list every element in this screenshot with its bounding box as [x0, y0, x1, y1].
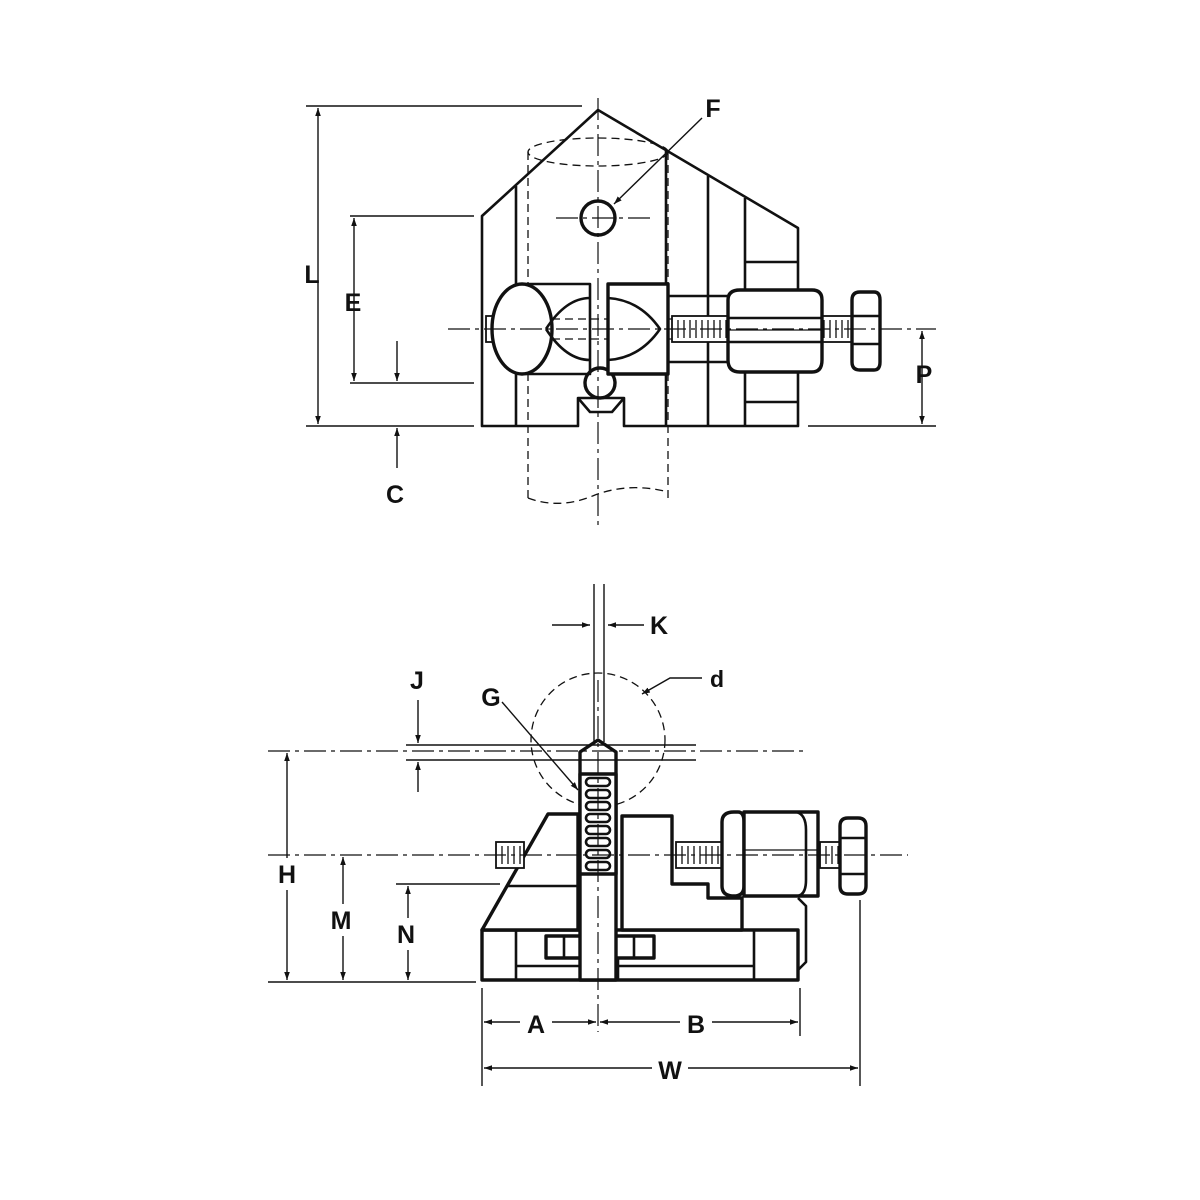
label-bg [520, 1006, 552, 1038]
top-bolt-head [850, 290, 882, 372]
label-m: M [331, 907, 352, 935]
top-view: L E F P C [304, 95, 936, 530]
front-left-block [480, 812, 580, 932]
leader-g [501, 701, 579, 791]
leader-f [613, 117, 703, 205]
label-f: F [705, 95, 720, 123]
label-e: E [345, 289, 362, 317]
top-body-outline [480, 108, 800, 428]
top-right-block [745, 260, 798, 404]
label-b: B [687, 1011, 705, 1039]
top-jam-nuts [726, 288, 824, 374]
label-bg [394, 918, 422, 950]
front-jam-nuts [720, 810, 820, 898]
label-j: J [410, 667, 424, 695]
label-g: G [481, 684, 500, 712]
label-d: d [710, 666, 724, 692]
label-bg [680, 1006, 712, 1038]
front-view: K J G d H M N A B W [268, 584, 908, 1086]
label-bg [326, 904, 360, 936]
label-a: A [527, 1011, 545, 1039]
top-notch [577, 397, 625, 414]
label-h: H [278, 861, 296, 889]
front-bolt-head [838, 816, 868, 896]
label-w: W [658, 1057, 682, 1085]
label-c: C [386, 481, 404, 509]
label-n: N [397, 921, 415, 949]
label-bg [272, 858, 302, 890]
label-k: K [650, 612, 668, 640]
front-right-jaw [620, 814, 744, 932]
label-bg [652, 1052, 688, 1084]
leader-d [641, 677, 702, 695]
label-p: P [916, 361, 933, 389]
label-l: L [304, 261, 319, 289]
